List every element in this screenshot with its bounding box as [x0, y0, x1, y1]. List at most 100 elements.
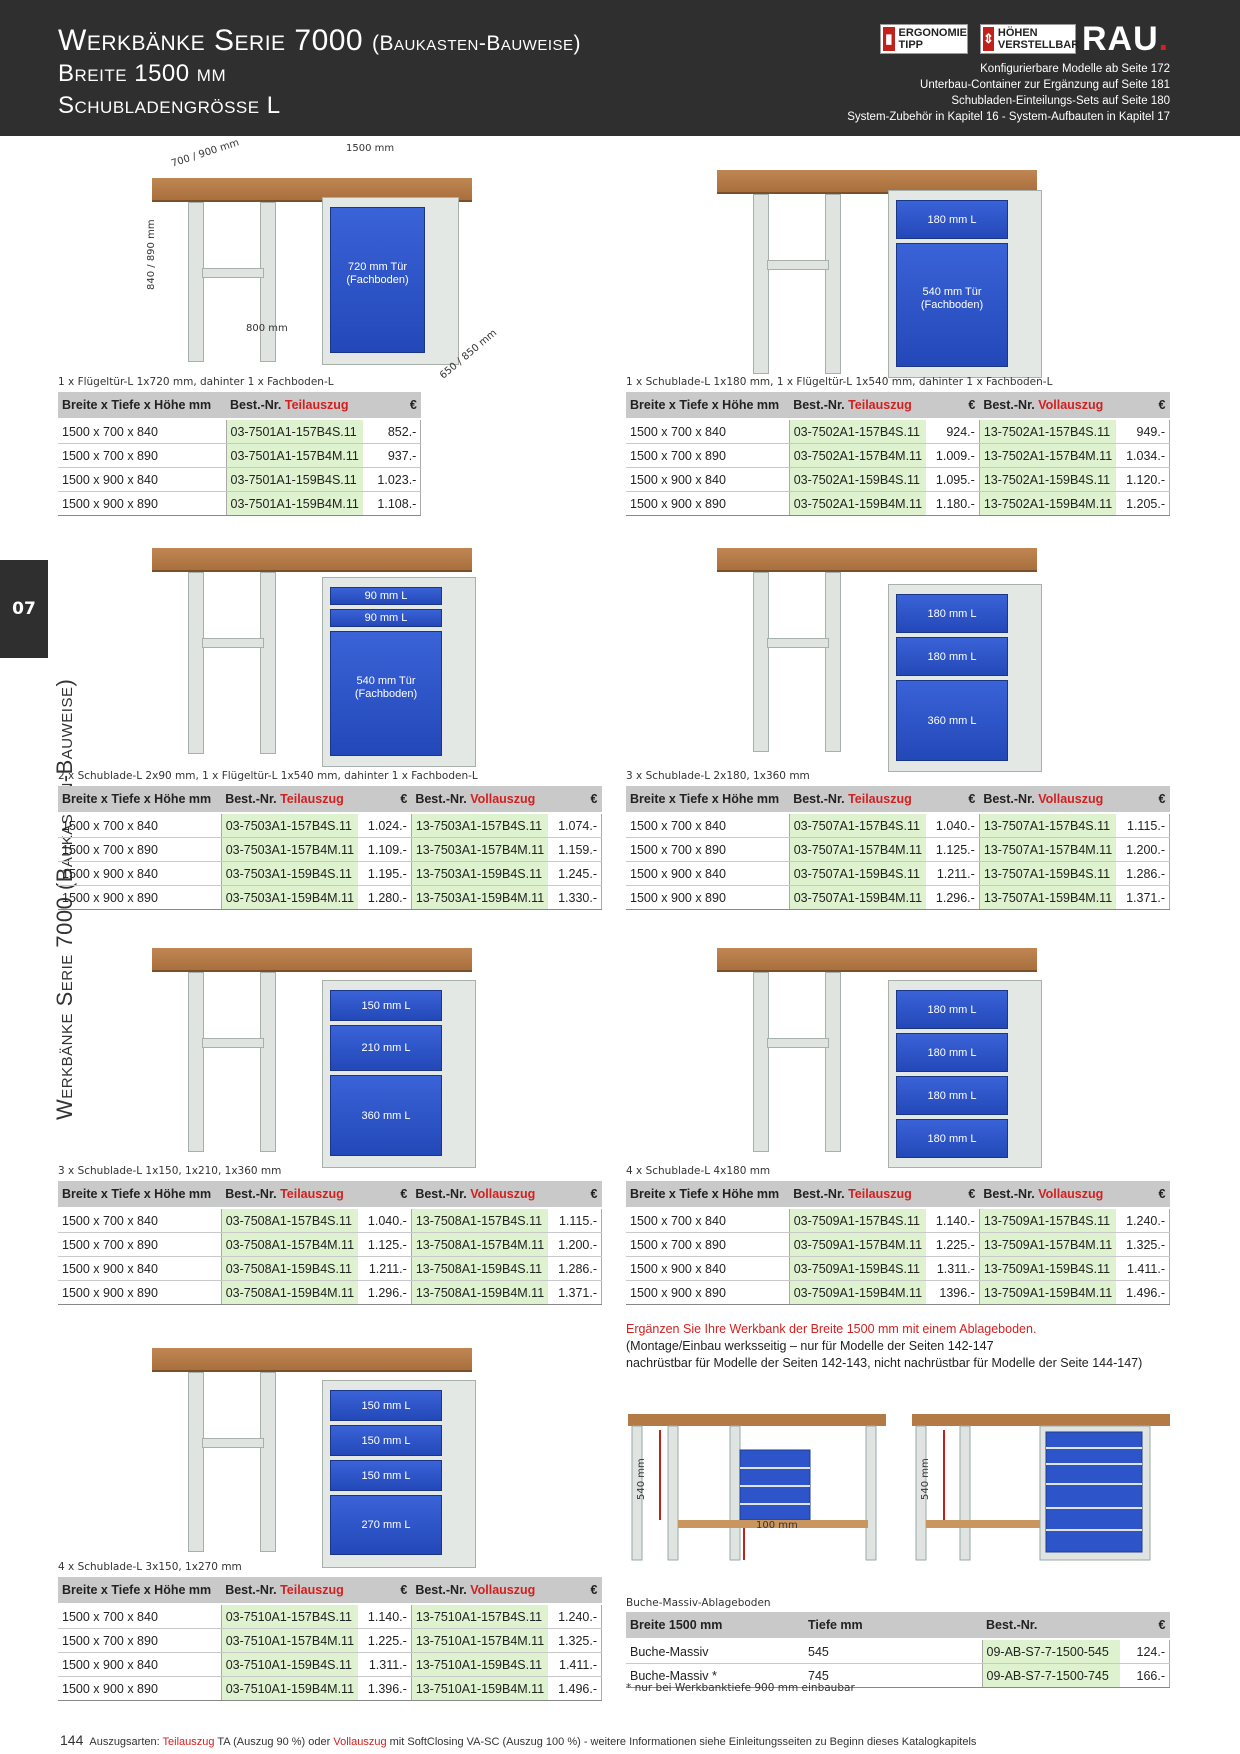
price-teilauszug: 1.225.- — [926, 1232, 980, 1257]
order-number-teilauszug: 03-7509A1-159B4M.11 — [788, 1280, 927, 1305]
price-vollauszug: 1.115.- — [548, 1208, 603, 1233]
page-number: 144 — [60, 1732, 84, 1748]
table-rail — [767, 260, 829, 270]
price-vollauszug: 1.496.- — [548, 1676, 603, 1701]
price-vollauszug: 1.286.- — [1116, 861, 1171, 886]
drawer-front: 210 mm L — [330, 1025, 442, 1071]
table-row: Buche-Massiv * 745 09-AB-S7-7-1500-745 1… — [626, 1663, 1170, 1688]
col-header-dims: Breite x Tiefe x Höhe mm — [58, 786, 222, 814]
price-teilauszug: 1.108.- — [362, 491, 422, 516]
order-number-vollauszug: 13-7508A1-157B4S.11 — [410, 1208, 549, 1233]
col-header-dims: Breite x Tiefe x Höhe mm — [58, 392, 226, 420]
price-vollauszug: 1.496.- — [1116, 1280, 1171, 1305]
drawer-label: 360 mm L — [361, 1109, 411, 1122]
table-rail — [202, 1438, 264, 1448]
price-vollauszug: 1.371.- — [548, 1280, 603, 1305]
col-header-teil: Best.-Nr. Teilauszug — [789, 1181, 927, 1209]
col-header-teil: Best.-Nr. Teilauszug — [221, 786, 359, 814]
header-note: Konfigurierbare Modelle ab Seite 172 — [980, 63, 1170, 75]
drawer-label: 180 mm L — [927, 1003, 977, 1016]
order-number-vollauszug: 13-7507A1-159B4S.11 — [978, 861, 1117, 886]
drawer-front: 180 mm L — [896, 637, 1008, 676]
table-rail — [767, 1038, 829, 1048]
price-teilauszug: 1.009.- — [926, 443, 980, 468]
price-teilauszug: 1.095.- — [926, 467, 980, 492]
product-caption: 3 x Schublade-L 1x150, 1x210, 1x360 mm — [58, 1165, 282, 1177]
drawer-label: 150 mm L — [361, 999, 411, 1012]
drawer-label: 180 mm L — [927, 213, 977, 226]
order-number-teilauszug: 03-7503A1-157B4M.11 — [220, 837, 359, 862]
brand-logo: RAU. — [1082, 20, 1170, 58]
price-vollauszug: 1.205.- — [1116, 491, 1171, 516]
drawer-front: 720 mm Tür (Fachboden) — [330, 207, 425, 353]
col-header-dims: Breite x Tiefe x Höhe mm — [58, 1181, 222, 1209]
header-note: Unterbau-Container zur Ergänzung auf Sei… — [920, 79, 1170, 91]
dimensions-cell: 1500 x 900 x 890 — [626, 491, 790, 516]
dimensions-cell: 1500 x 700 x 840 — [58, 419, 226, 444]
page-header: Werkbänke Serie 7000 (Baukasten-Bauweise… — [0, 0, 1240, 136]
drawer-label: 180 mm L — [927, 650, 977, 663]
product-caption: 1 x Flügeltür-L 1x720 mm, dahinter 1 x F… — [58, 376, 334, 388]
price-teilauszug: 1.040.- — [358, 1208, 412, 1233]
order-number-teilauszug: 03-7510A1-157B4M.11 — [220, 1628, 359, 1653]
order-number-vollauszug: 13-7503A1-159B4M.11 — [410, 885, 549, 910]
price-teilauszug: 1.024.- — [358, 813, 412, 838]
dimensions-cell: 1500 x 900 x 840 — [626, 861, 790, 886]
drawer-front: 180 mm L — [896, 200, 1008, 239]
price-teilauszug: 1.109.- — [358, 837, 412, 862]
table-rail — [202, 268, 264, 278]
price-vollauszug: 1.240.- — [548, 1604, 603, 1629]
table-leg — [260, 1372, 276, 1552]
order-number-teilauszug: 03-7508A1-159B4M.11 — [220, 1280, 359, 1305]
price-vollauszug: 949.- — [1116, 419, 1171, 444]
order-number-teilauszug: 03-7507A1-157B4M.11 — [788, 837, 927, 862]
col-header-eur: € — [548, 786, 602, 814]
page-title: Werkbänke Serie 7000 (Baukasten-Bauweise… — [58, 24, 581, 57]
price-teilauszug: 1.125.- — [926, 837, 980, 862]
table-rail — [202, 638, 264, 648]
drawer-label: 180 mm L — [927, 1089, 977, 1102]
drawer-front: 540 mm Tür (Fachboden) — [896, 243, 1008, 367]
price-vollauszug: 1.411.- — [1116, 1256, 1171, 1281]
order-number-vollauszug: 13-7503A1-157B4M.11 — [410, 837, 549, 862]
drawer-label: 90 mm L — [364, 590, 408, 602]
order-number-teilauszug: 03-7510A1-159B4S.11 — [220, 1652, 359, 1677]
product-caption: 2 x Schublade-L 2x90 mm, 1 x Flügeltür-L… — [58, 770, 478, 782]
price-teilauszug: 1.023.- — [362, 467, 422, 492]
table-rail — [767, 638, 829, 648]
price-vollauszug: 1.371.- — [1116, 885, 1171, 910]
table-leg — [188, 972, 204, 1152]
price-vollauszug: 1.120.- — [1116, 467, 1171, 492]
order-number-vollauszug: 13-7502A1-157B4M.11 — [978, 443, 1117, 468]
drawer-front: 540 mm Tür (Fachboden) — [330, 631, 442, 756]
table-leg — [825, 972, 841, 1152]
col-header-eur: € — [926, 786, 980, 814]
col-header-eur: € — [358, 1577, 412, 1605]
price-teilauszug: 1396.- — [926, 1280, 980, 1305]
dimension-height: 840 / 890 mm — [146, 219, 157, 290]
col-header: Breite 1500 mm — [626, 1612, 804, 1640]
order-number-teilauszug: 03-7507A1-159B4M.11 — [788, 885, 927, 910]
col-header-voll: Best.-Nr. Vollauszug — [411, 1181, 549, 1209]
order-number: 09-AB-S7-7-1500-745 — [981, 1663, 1120, 1688]
drawer-label: 360 mm L — [927, 714, 977, 727]
table-leg — [260, 202, 276, 362]
price-teilauszug: 1.211.- — [358, 1256, 412, 1281]
shelf-dimension-height: 540 mm — [636, 1458, 647, 1500]
dimensions-cell: 1500 x 700 x 890 — [626, 1232, 790, 1257]
